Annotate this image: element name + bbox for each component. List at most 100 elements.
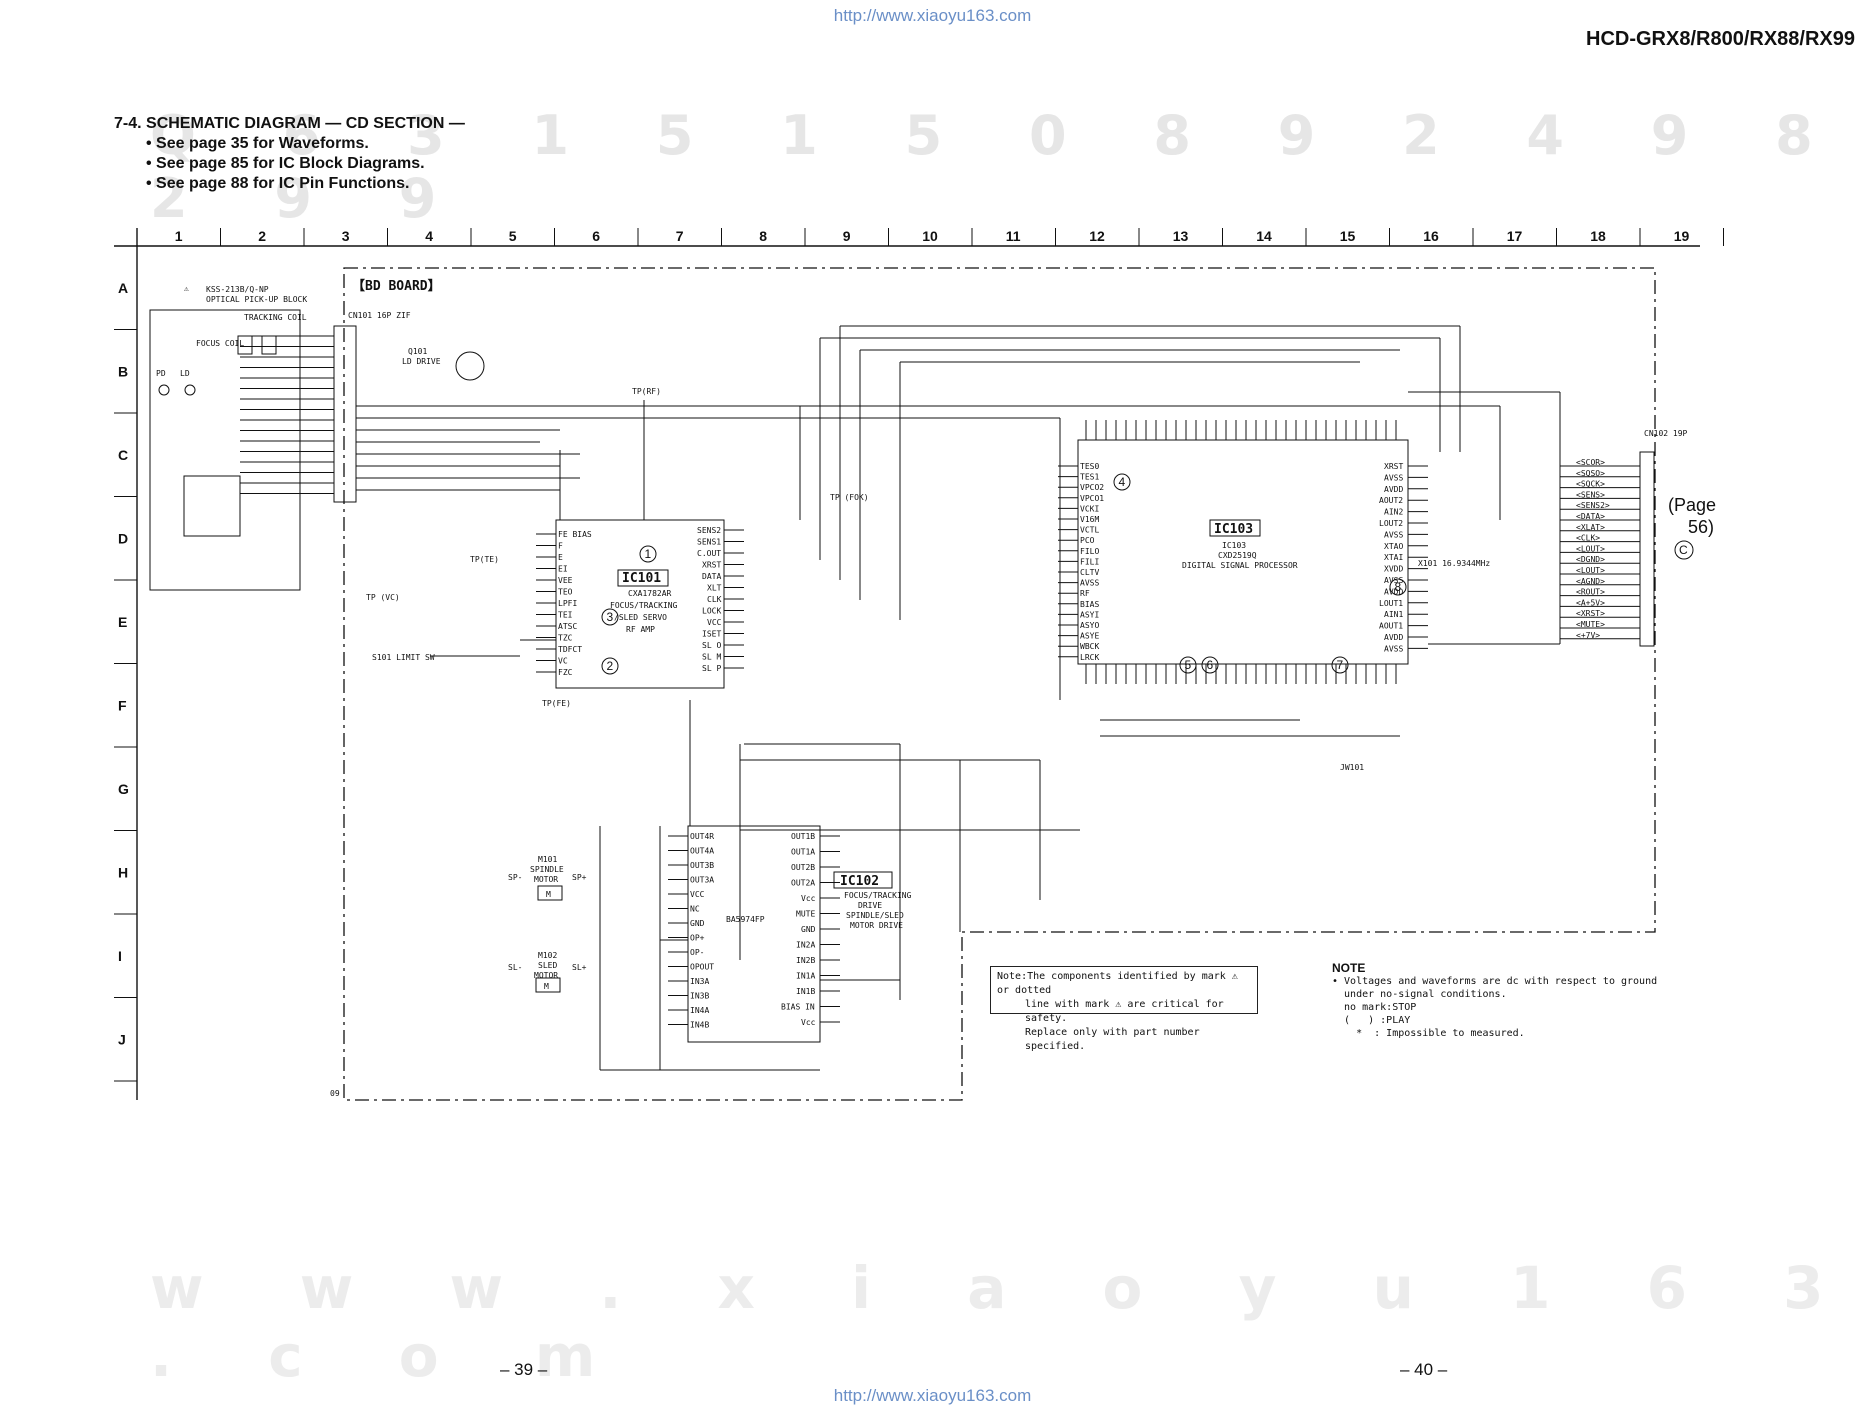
ic103-pin-label: ASYO (1080, 621, 1099, 630)
ic103-pin-label: TES0 (1080, 462, 1099, 471)
waveform-callout (601, 657, 619, 675)
grid-column-label: 3 (342, 228, 350, 244)
ic102-pin-label: OUT3B (690, 861, 714, 870)
sl-plus: SL+ (572, 963, 587, 972)
watermark-url: w w w . x i a o y u 1 6 3 . c o m (150, 1254, 1862, 1390)
source-url-bottom[interactable]: http://www.xiaoyu163.com (833, 1386, 1032, 1405)
note-title: NOTE (1332, 961, 1366, 975)
ic103-pin-label: FILI (1080, 557, 1099, 566)
source-url-top[interactable]: http://www.xiaoyu163.com (833, 6, 1032, 25)
ic101-pin-label: TEI (558, 611, 573, 620)
grid-column-label: 12 (1089, 228, 1105, 244)
ic103-pin-label: XVDD (1384, 565, 1403, 574)
m102-desc-2: MOTOR (534, 971, 558, 980)
tp-fok-label: TP (FOK) (830, 493, 869, 502)
m101-desc-1: SPINDLE (530, 865, 564, 874)
ic103-pin-label: WBCK (1080, 642, 1099, 651)
tp-te-label: TP(TE) (470, 555, 499, 564)
waveform-callout (1201, 656, 1219, 674)
ic101-pin-label: VEE (558, 576, 573, 585)
reference-note: See page 88 for IC Pin Functions. (146, 174, 425, 194)
ic102-pin-label: IN4A (690, 1006, 709, 1015)
optical-pickup-block: ⚠ KSS-213B/Q-NP OPTICAL PICK-UP BLOCK TR… (149, 284, 411, 591)
grid-row-label: E (118, 614, 127, 630)
ic102-pin-label: VCC (690, 890, 705, 899)
ic102-pin-label: IN2A (796, 941, 815, 950)
ic103-pin-label: RF (1080, 589, 1090, 598)
ic103-pin-label: V16M (1080, 515, 1099, 524)
cn102-connector: CN102 19P <SCOR><SQSO><SQCK><SENS><SENS2… (1560, 429, 1688, 647)
safety-caution-note: Note:The components identified by mark ⚠… (990, 966, 1258, 1052)
ic103-pin-label: LOUT1 (1379, 599, 1403, 608)
caution-line: Note:The components identified by mark ⚠… (997, 971, 1238, 996)
ic101-pin-label: DATA (702, 572, 721, 581)
bd-board-outline (343, 267, 1656, 1101)
ic102-pin-label: NC (690, 905, 700, 914)
ic102-pin-label: IN1A (796, 972, 815, 981)
cn102-signal-label: <AGND> (1576, 577, 1605, 586)
m102-desc-1: SLED (538, 961, 557, 970)
voltage-note: NOTE • Voltages and waveforms are dc wit… (1332, 962, 1657, 1040)
ic103-pin-label: VCTL (1080, 526, 1099, 535)
ic102-pin-label: OP- (690, 948, 704, 957)
pickup-desc: OPTICAL PICK-UP BLOCK (206, 295, 307, 304)
cn102-signal-label: <LOUT> (1576, 544, 1605, 553)
ic102-pin-label: IN4B (690, 1021, 709, 1030)
note-line: no mark:STOP (1332, 1002, 1417, 1013)
ic102-desc-3: SPINDLE/SLED (846, 911, 904, 920)
cn102-label: CN102 19P (1644, 429, 1688, 438)
note-line: ( ) :PLAY (1332, 1015, 1411, 1026)
ic101-chip: IC101 CXA1782AR FOCUS/TRACKING /SLED SER… (536, 519, 744, 689)
spindle-motor: M101 SPINDLE MOTOR M SP- SP+ (508, 855, 587, 901)
reference-notes: See page 35 for Waveforms. See page 85 f… (146, 134, 425, 194)
ic102-pin-label: OPOUT (690, 963, 714, 972)
reference-note: See page 35 for Waveforms. (146, 134, 425, 154)
grid-row-label: I (118, 948, 122, 964)
sled-motor: M102 SLED MOTOR M SL- SL+ (508, 951, 587, 993)
ic103-pin-label: BIAS (1080, 600, 1099, 609)
waveform-callout-number: 8 (1395, 580, 1402, 594)
ic101-pin-label: SL M (702, 653, 721, 662)
grid-column-label: 10 (922, 228, 938, 244)
note-line: * : Impossible to measured. (1332, 1028, 1525, 1039)
tp-rf-label: TP(RF) (632, 387, 661, 396)
grid-frame (114, 228, 1724, 1100)
ic103-pin-label: VPCO2 (1080, 483, 1104, 492)
grid-row-label: B (118, 363, 128, 379)
ic101-pin-label: LOCK (702, 607, 721, 616)
ic102-pin-label: OUT1B (791, 832, 815, 841)
sp-minus: SP- (508, 873, 522, 882)
ic102-pin-label: GND (690, 919, 705, 928)
ic101-desc-3: RF AMP (626, 625, 655, 634)
circuit-wiring (356, 325, 1561, 1071)
ic103-pin-label: AIN2 (1384, 508, 1403, 517)
ic103-pin-label: XTAI (1384, 553, 1403, 562)
waveform-callout-number: 3 (607, 610, 614, 624)
ic102-pin-label: OUT4R (690, 832, 714, 841)
sp-plus: SP+ (572, 873, 587, 882)
ic103-pin-label: AVDD (1384, 485, 1403, 494)
waveform-callout (601, 608, 619, 626)
waveform-callout (1113, 473, 1131, 491)
cn102-signal-label: <ROUT> (1576, 588, 1605, 597)
ic103-pin-label: AIN1 (1384, 610, 1403, 619)
ic101-pin-label: CLK (707, 595, 722, 604)
ic103-pin-label: AVSS (1384, 644, 1403, 653)
cn102-signal-label: <XLAT> (1576, 523, 1605, 532)
jw101-label: JW101 (1340, 763, 1364, 772)
grid-column-label: 1 (175, 228, 183, 244)
ic102-pin-label: BIAS IN (781, 1003, 815, 1012)
ic103-pin-label: FILO (1080, 547, 1099, 556)
ic101-pin-label: TDFCT (558, 645, 582, 654)
limit-switch-label: S101 LIMIT SW (372, 653, 435, 662)
motor-icon: M (544, 982, 549, 991)
sl-minus: SL- (508, 963, 522, 972)
ld-label: LD (180, 369, 190, 378)
grid-column-label: 5 (509, 228, 517, 244)
focus-coil-label: FOCUS COIL (196, 339, 244, 348)
ic102-pin-label: OUT4A (690, 847, 714, 856)
waveform-callout (1179, 656, 1197, 674)
ic103-pin-label: LRCK (1080, 653, 1099, 662)
ic102-part: BA5974FP (726, 915, 765, 924)
